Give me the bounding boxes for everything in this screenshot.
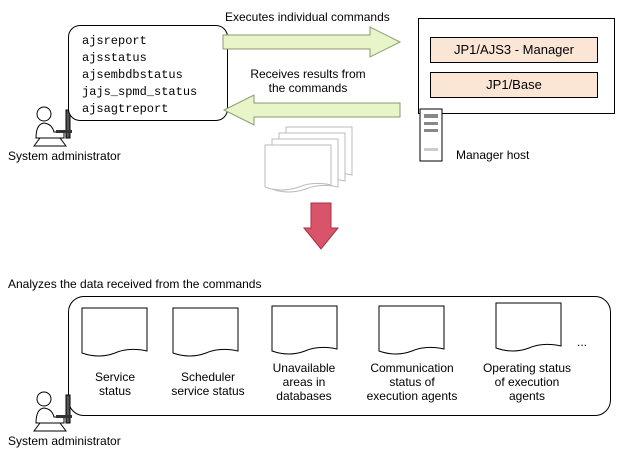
more-ellipsis: ... (577, 335, 588, 349)
result-documents-stack (264, 126, 353, 193)
document-icon (81, 307, 148, 357)
document-icon (271, 305, 338, 355)
command-item: ajsstatus (82, 51, 147, 65)
document-caption-line: execution agents (366, 389, 458, 403)
command-item: ajsagtreport (82, 102, 169, 116)
admin-figure-top (33, 106, 72, 147)
host-product: JP1/Base (430, 72, 598, 98)
document-caption-line: databases (276, 389, 332, 403)
document-caption-line: of execution (494, 375, 560, 389)
arrow-receive-label: Receives results from the commands (243, 67, 373, 95)
host-product: JP1/AJS3 - Manager (430, 37, 598, 63)
document-caption-line: Unavailable (272, 361, 336, 375)
document-caption: Scheduler service status (160, 370, 256, 398)
document-caption: Communication status of execution agents (353, 361, 471, 403)
document-caption: Operating status of execution agents (468, 361, 586, 403)
manager-host-box: JP1/AJS3 - Manager JP1/Base (418, 18, 615, 114)
admin-figure-bottom (33, 391, 72, 432)
left-arrow (222, 94, 401, 126)
document-caption-line: status of (389, 375, 435, 389)
document-caption: Service status (75, 370, 155, 398)
document-icon (378, 305, 445, 355)
right-arrow (222, 26, 402, 58)
arrow-receive-label-line1: Receives results from (250, 67, 366, 81)
server-icon (419, 108, 443, 162)
down-arrow (302, 202, 340, 250)
arrow-send-label: Executes individual commands (225, 10, 390, 24)
manager-host-label: Manager host (456, 148, 530, 162)
document-caption-line: Operating status (482, 361, 572, 375)
document-caption-line: service status (171, 384, 245, 398)
admin-label-bottom: System administrator (8, 434, 121, 448)
document-caption-line: areas in (282, 375, 326, 389)
document-caption-line: Service (94, 370, 135, 384)
analysis-heading: Analyzes the data received from the comm… (8, 277, 262, 291)
document-caption-line: Scheduler (180, 370, 236, 384)
document-caption-line: agents (508, 389, 546, 403)
document-caption-line: status (98, 384, 131, 398)
document-caption: Unavailable areas in databases (262, 361, 346, 403)
document-icon (172, 307, 239, 357)
command-item: ajsreport (82, 34, 147, 48)
command-item: ajsembdbstatus (82, 68, 183, 82)
document-caption-line: Communication (370, 361, 454, 375)
command-item: jajs_spmd_status (82, 85, 198, 99)
command-list-box: ajsreport ajsstatus ajsembdbstatus jajs_… (68, 25, 228, 121)
admin-label-top: System administrator (8, 149, 121, 163)
document-icon (495, 302, 562, 352)
arrow-receive-label-line2: the commands (268, 81, 348, 95)
